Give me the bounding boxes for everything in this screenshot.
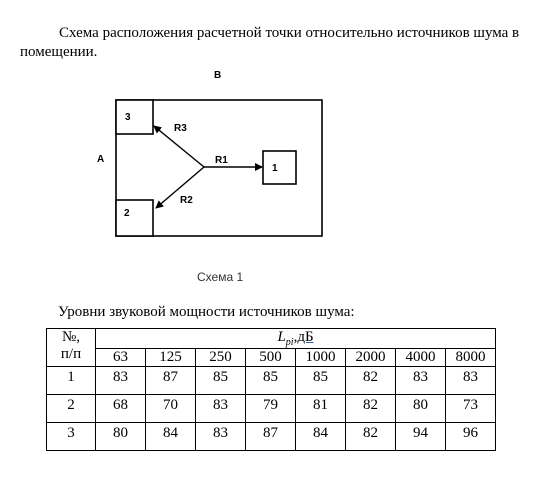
value-cell: 83 — [445, 366, 496, 395]
value-cell: 84 — [295, 422, 346, 451]
freq-cell: 63 — [95, 348, 146, 367]
box-3-label: 3 — [125, 112, 131, 123]
frequency-row: 63 125 250 500 1000 2000 4000 8000 — [47, 348, 496, 367]
value-cell: 82 — [345, 422, 396, 451]
freq-cell: 8000 — [445, 348, 496, 367]
r1-label: R1 — [215, 155, 228, 166]
value-cell: 73 — [445, 394, 496, 423]
levels-title: Уровни звуковой мощности источников шума… — [58, 304, 355, 320]
source-1-box — [262, 150, 297, 185]
freq-cell: 250 — [195, 348, 246, 367]
value-cell: 84 — [145, 422, 196, 451]
label-a: А — [97, 154, 104, 165]
row-number: 3 — [46, 422, 96, 451]
value-cell: 85 — [195, 366, 246, 395]
value-cell: 83 — [195, 422, 246, 451]
row-number: 2 — [46, 394, 96, 423]
value-cell: 85 — [245, 366, 296, 395]
lp-unit: ,дБ — [293, 329, 314, 345]
box-2-label: 2 — [124, 208, 130, 219]
table-header-row: №, п/п Lpi,дБ — [46, 328, 496, 367]
col-no-line2: п/п — [60, 346, 82, 362]
sound-power-table: №, п/п Lpi,дБ 63 125 250 500 1000 2000 4… — [46, 328, 496, 451]
table-row: 1 83 87 85 85 85 82 83 83 — [46, 366, 496, 395]
intro-text: Схема расположения расчетной точки относ… — [20, 25, 520, 60]
freq-cell: 1000 — [295, 348, 346, 367]
value-cell: 68 — [95, 394, 146, 423]
table-row: 3 80 84 83 87 84 82 94 96 — [46, 422, 496, 451]
value-cell: 83 — [195, 394, 246, 423]
value-cell: 94 — [395, 422, 446, 451]
value-cell: 82 — [345, 394, 396, 423]
value-cell: 87 — [145, 366, 196, 395]
value-cell: 83 — [95, 366, 146, 395]
freq-cell: 4000 — [395, 348, 446, 367]
value-cell: 82 — [345, 366, 396, 395]
row-number: 1 — [46, 366, 96, 395]
value-cell: 85 — [295, 366, 346, 395]
value-cell: 81 — [295, 394, 346, 423]
value-cell: 79 — [245, 394, 296, 423]
table-row: 2 68 70 83 79 81 82 80 73 — [46, 394, 496, 423]
source-2-box — [115, 199, 154, 237]
col-lp-header: Lpi,дБ — [95, 328, 496, 349]
value-cell: 83 — [395, 366, 446, 395]
value-cell: 96 — [445, 422, 496, 451]
freq-cell: 125 — [145, 348, 196, 367]
scheme-caption: Схема 1 — [197, 270, 244, 284]
r2-label: R2 — [180, 195, 193, 206]
freq-cell: 2000 — [345, 348, 396, 367]
col-no-line1: №, — [61, 329, 81, 345]
box-1-label: 1 — [272, 163, 278, 174]
lp-symbol: L — [277, 329, 286, 345]
lp-subscript: pi — [285, 337, 294, 348]
col-no-header: №, п/п — [46, 328, 96, 367]
value-cell: 87 — [245, 422, 296, 451]
r3-label: R3 — [174, 123, 187, 134]
r2-arrow — [155, 166, 205, 209]
value-cell: 70 — [145, 394, 196, 423]
freq-cell: 500 — [245, 348, 296, 367]
value-cell: 80 — [95, 422, 146, 451]
r3-arrow — [153, 125, 205, 168]
label-b: В — [214, 70, 221, 81]
source-3-box — [115, 99, 154, 135]
intro-paragraph: Схема расположения расчетной точки относ… — [20, 24, 530, 62]
value-cell: 80 — [395, 394, 446, 423]
room-outline — [115, 99, 323, 237]
